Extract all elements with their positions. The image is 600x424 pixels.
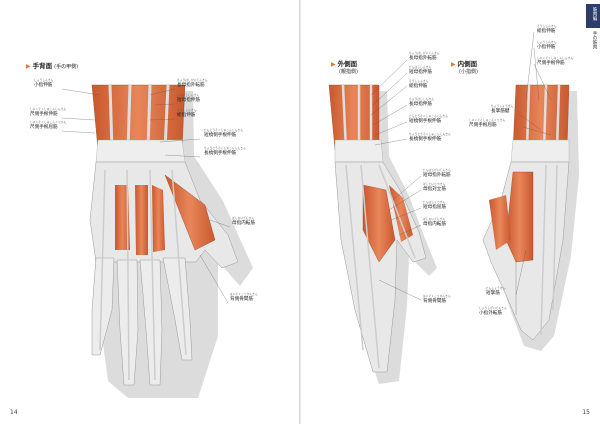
right-page: ▶外側面 (親指側) ▶内側面 (小指側) [301,0,600,424]
label-outer-dorsal-interossei: はいそくこっかんきん背側骨間筋 [423,295,451,304]
label-inner-extensor-digitorum: そうししんきん総指伸筋 [537,25,557,34]
triangle-bullet-icon: ▶ [26,63,31,70]
label-flexor-carpi-ulnaris: しゃくそくしゅこんくっきん尺側手根屈筋 [30,121,67,130]
label-dorsal-interossei: はいそくこっかんきん背側骨間筋 [230,293,258,302]
book-gutter [299,0,301,424]
label-inner-abductor-digiti-minimi: しょうしがいてんきん小指外転筋 [479,307,507,316]
label-outer-extensor-carpi-radialis-longus: ちょうとうそくしゅこんしんきん長橈側手根伸筋 [409,133,451,142]
hand-side-illustrations [328,31,579,384]
left-page: ▶手背面(手の甲側) [0,0,299,424]
label-extensor-digitorum: そうししんきん総指伸筋 [177,109,197,118]
label-outer-extensor-carpi-radialis-brevis: たんとうそくしゅこんしんきん短橈側手根伸筋 [409,115,449,124]
inner-subheading: (小指側) [459,69,478,75]
triangle-bullet-icon: ▶ [451,61,456,68]
label-outer-abductor-pollicis-longus: ちょうぼしがいてんきん長母指外転筋 [409,52,440,61]
side-tab-chapter: 筋肉編 [592,7,597,21]
label-inner-palmaris-brevis: たんしょうきん短掌筋 [486,287,506,296]
triangle-bullet-icon: ▶ [331,61,336,68]
label-inner-extensor-digiti-minimi: しょうしんきん小指伸筋 [537,41,557,50]
left-page-heading: ▶手背面(手の甲側) [26,62,79,70]
label-outer-extensor-pollicis-brevis: たんぼししんきん短母指伸筋 [409,66,432,75]
side-tab-section: 手の筋肉 [592,31,597,49]
label-outer-adductor-pollicis: ぼしないてんきん母指内転筋 [423,218,446,227]
label-inner-extensor-carpi-ulnaris: しゃくそくしゅこんしんきん尺側手根伸筋 [537,57,574,66]
label-abductor-pollicis-longus: ちょうぼしがいてんきん長母指外転筋 [177,79,208,88]
label-outer-extensor-pollicis-longus: ちょうぼししんきん長母指伸筋 [409,98,435,107]
label-adductor-pollicis: ぼしないてんきん母指内転筋 [232,217,255,226]
label-outer-extensor-digitorum: そうししんきん総指伸筋 [409,80,429,89]
label-inner-palmaris-longus-tendon: ちょうしょうきん長掌筋腱 [491,105,514,114]
label-extensor-carpi-radialis-longus: ちょうとうそくしゅこんしんきん長橈側手根伸筋 [204,147,246,156]
hand-back-illustration [61,84,253,398]
label-outer-flexor-pollicis-brevis: たんぼしくっきん短母指屈筋 [423,201,446,210]
page-number-right: 15 [582,409,590,416]
outer-subheading: (親指側) [339,69,358,75]
label-extensor-carpi-ulnaris: しゃくそくしゅこんしんきん尺側手根伸筋 [30,108,67,117]
inner-heading: ▶内側面 [451,60,478,68]
chapter-side-tab: 筋肉編 手の筋肉 [586,4,600,64]
label-inner-flexor-carpi-ulnaris: しゃくそくしゅこんくっきん尺側手根屈筋 [469,119,506,128]
label-extensor-digiti-minimi: しょうしんきん小指伸筋 [34,79,54,88]
label-outer-abductor-pollicis-brevis: たんぼしがいてんきん短母指外転筋 [423,169,451,178]
label-extensor-pollicis-brevis: たんぼししんきん短母指伸筋 [177,94,200,103]
label-extensor-carpi-radialis-brevis: たんとうそくしゅこんしんきん短橈側手根伸筋 [204,129,244,138]
page-number-left: 14 [10,409,18,416]
outer-heading: ▶外側面 [331,60,358,68]
side-tab-section-box: 手の筋肉 [586,28,600,64]
label-outer-opponens-pollicis: ぼしたいりつきん母指対立筋 [423,183,446,192]
